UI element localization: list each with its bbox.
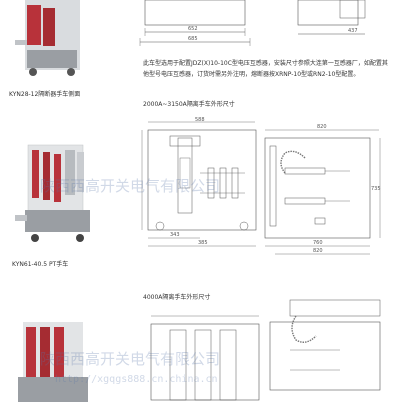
dim-mid-820b: 820	[313, 248, 323, 254]
dim-mid-side-820: 820	[317, 124, 327, 130]
dim-mid-385: 385	[198, 240, 208, 246]
bottom-side-drawing	[269, 299, 381, 391]
watermark-company-mid: 陕西西高开关电气有限公司	[40, 177, 221, 195]
top-front-drawing: 652 685	[139, 0, 251, 46]
pt-note-paragraph: 此车型选用于配置JDZ(X)10-10C型电压互感器，安装尺寸参照大连第一互感器…	[143, 60, 388, 78]
mid-photo-caption: KYN61-40.5 PT手车	[12, 261, 69, 268]
dim-mid-343: 343	[170, 232, 180, 238]
dim-mid-735: 735	[371, 186, 381, 192]
dim-top-652: 652	[188, 26, 198, 32]
watermark-url: http://xgqgs888.cn.china.cn	[55, 374, 218, 385]
mid-photo-pt-truck	[15, 144, 90, 242]
section-title-2000a-3150a: 2000A~3150A隔离手车外形尺寸	[143, 101, 235, 108]
bottom-photo-truck	[18, 322, 88, 402]
mid-front-drawing: 343 385 588	[141, 117, 257, 247]
top-photo-vcb-side	[15, 0, 80, 76]
dim-mid-588: 588	[195, 117, 205, 123]
dim-mid-760: 760	[313, 240, 323, 246]
top-photo-caption: KYN28-12隔断器手车侧面	[9, 91, 81, 98]
top-side-drawing: 437	[297, 0, 366, 35]
dim-top-685: 685	[188, 36, 198, 42]
watermark-company-bottom: 陕西西高开关电气有限公司	[40, 350, 221, 368]
mid-side-drawing: 820 735 760 820	[264, 124, 381, 255]
dim-top-437: 437	[348, 28, 358, 34]
section-title-4000a: 4000A隔离手车外形尺寸	[143, 294, 211, 301]
